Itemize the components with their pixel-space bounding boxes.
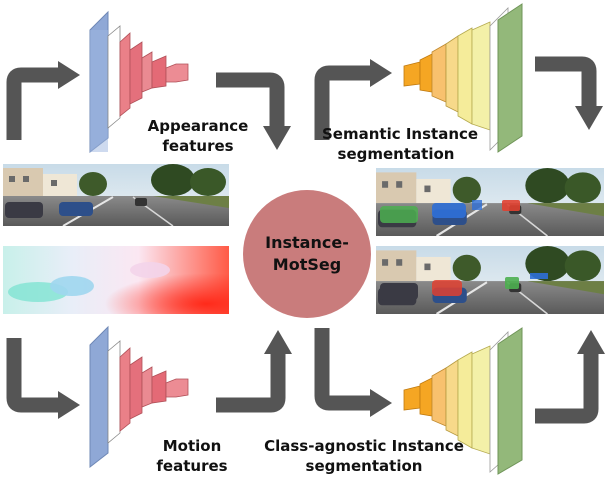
appearance-encoder [89,10,189,154]
center-label-line2: MotSeg [272,255,342,274]
arrow-bottom-middle [216,352,286,413]
motion-encoder [89,325,189,469]
arrowhead-top-right-a [370,59,392,87]
appearance-label-line1: Appearance [147,117,249,135]
agnostic-label-line2: segmentation [305,457,423,475]
semantic-decoder [403,3,523,153]
arrowhead-top-middle [263,126,291,150]
center-circle [243,190,371,318]
motion-label-line1: Motion [162,437,222,455]
arrow-top-left [6,67,60,140]
input-optical-flow-image [3,246,229,314]
arrow-top-middle [216,72,285,128]
agnostic-label-line1: Class-agnostic Instance [264,437,464,455]
arrowhead-top-left [58,61,80,89]
output-semantic-image [376,168,604,236]
arrow-bottom-right-a [314,328,372,411]
arrowhead-bottom-left [58,391,80,419]
arrow-bottom-left [6,338,60,413]
motion-label-line2: features [156,457,228,475]
arrowhead-bottom-middle [264,330,292,354]
input-rgb-image [3,164,229,226]
semantic-label-line2: segmentation [337,145,455,163]
agnostic-decoder [403,327,523,475]
arrowhead-bottom-right-a [370,389,392,417]
arrow-top-right-a [314,65,372,140]
class-agnostic-label: Class-agnostic Instance segmentation [258,436,470,476]
output-agnostic-image [376,246,604,314]
semantic-label-line1: Semantic Instance [322,125,479,143]
center-label-line1: Instance- [265,233,349,252]
appearance-label-line2: features [162,137,234,155]
arrowhead-bottom-right-b [577,330,605,354]
motion-features-label: Motion features [142,436,242,476]
arrow-bottom-right-b [535,352,599,424]
arrowhead-top-right-b [575,106,603,130]
semantic-instance-label: Semantic Instance segmentation [322,124,479,164]
arrow-top-right-b [535,56,597,108]
appearance-features-label: Appearance features [140,116,256,156]
center-label: Instance- MotSeg [243,190,371,318]
